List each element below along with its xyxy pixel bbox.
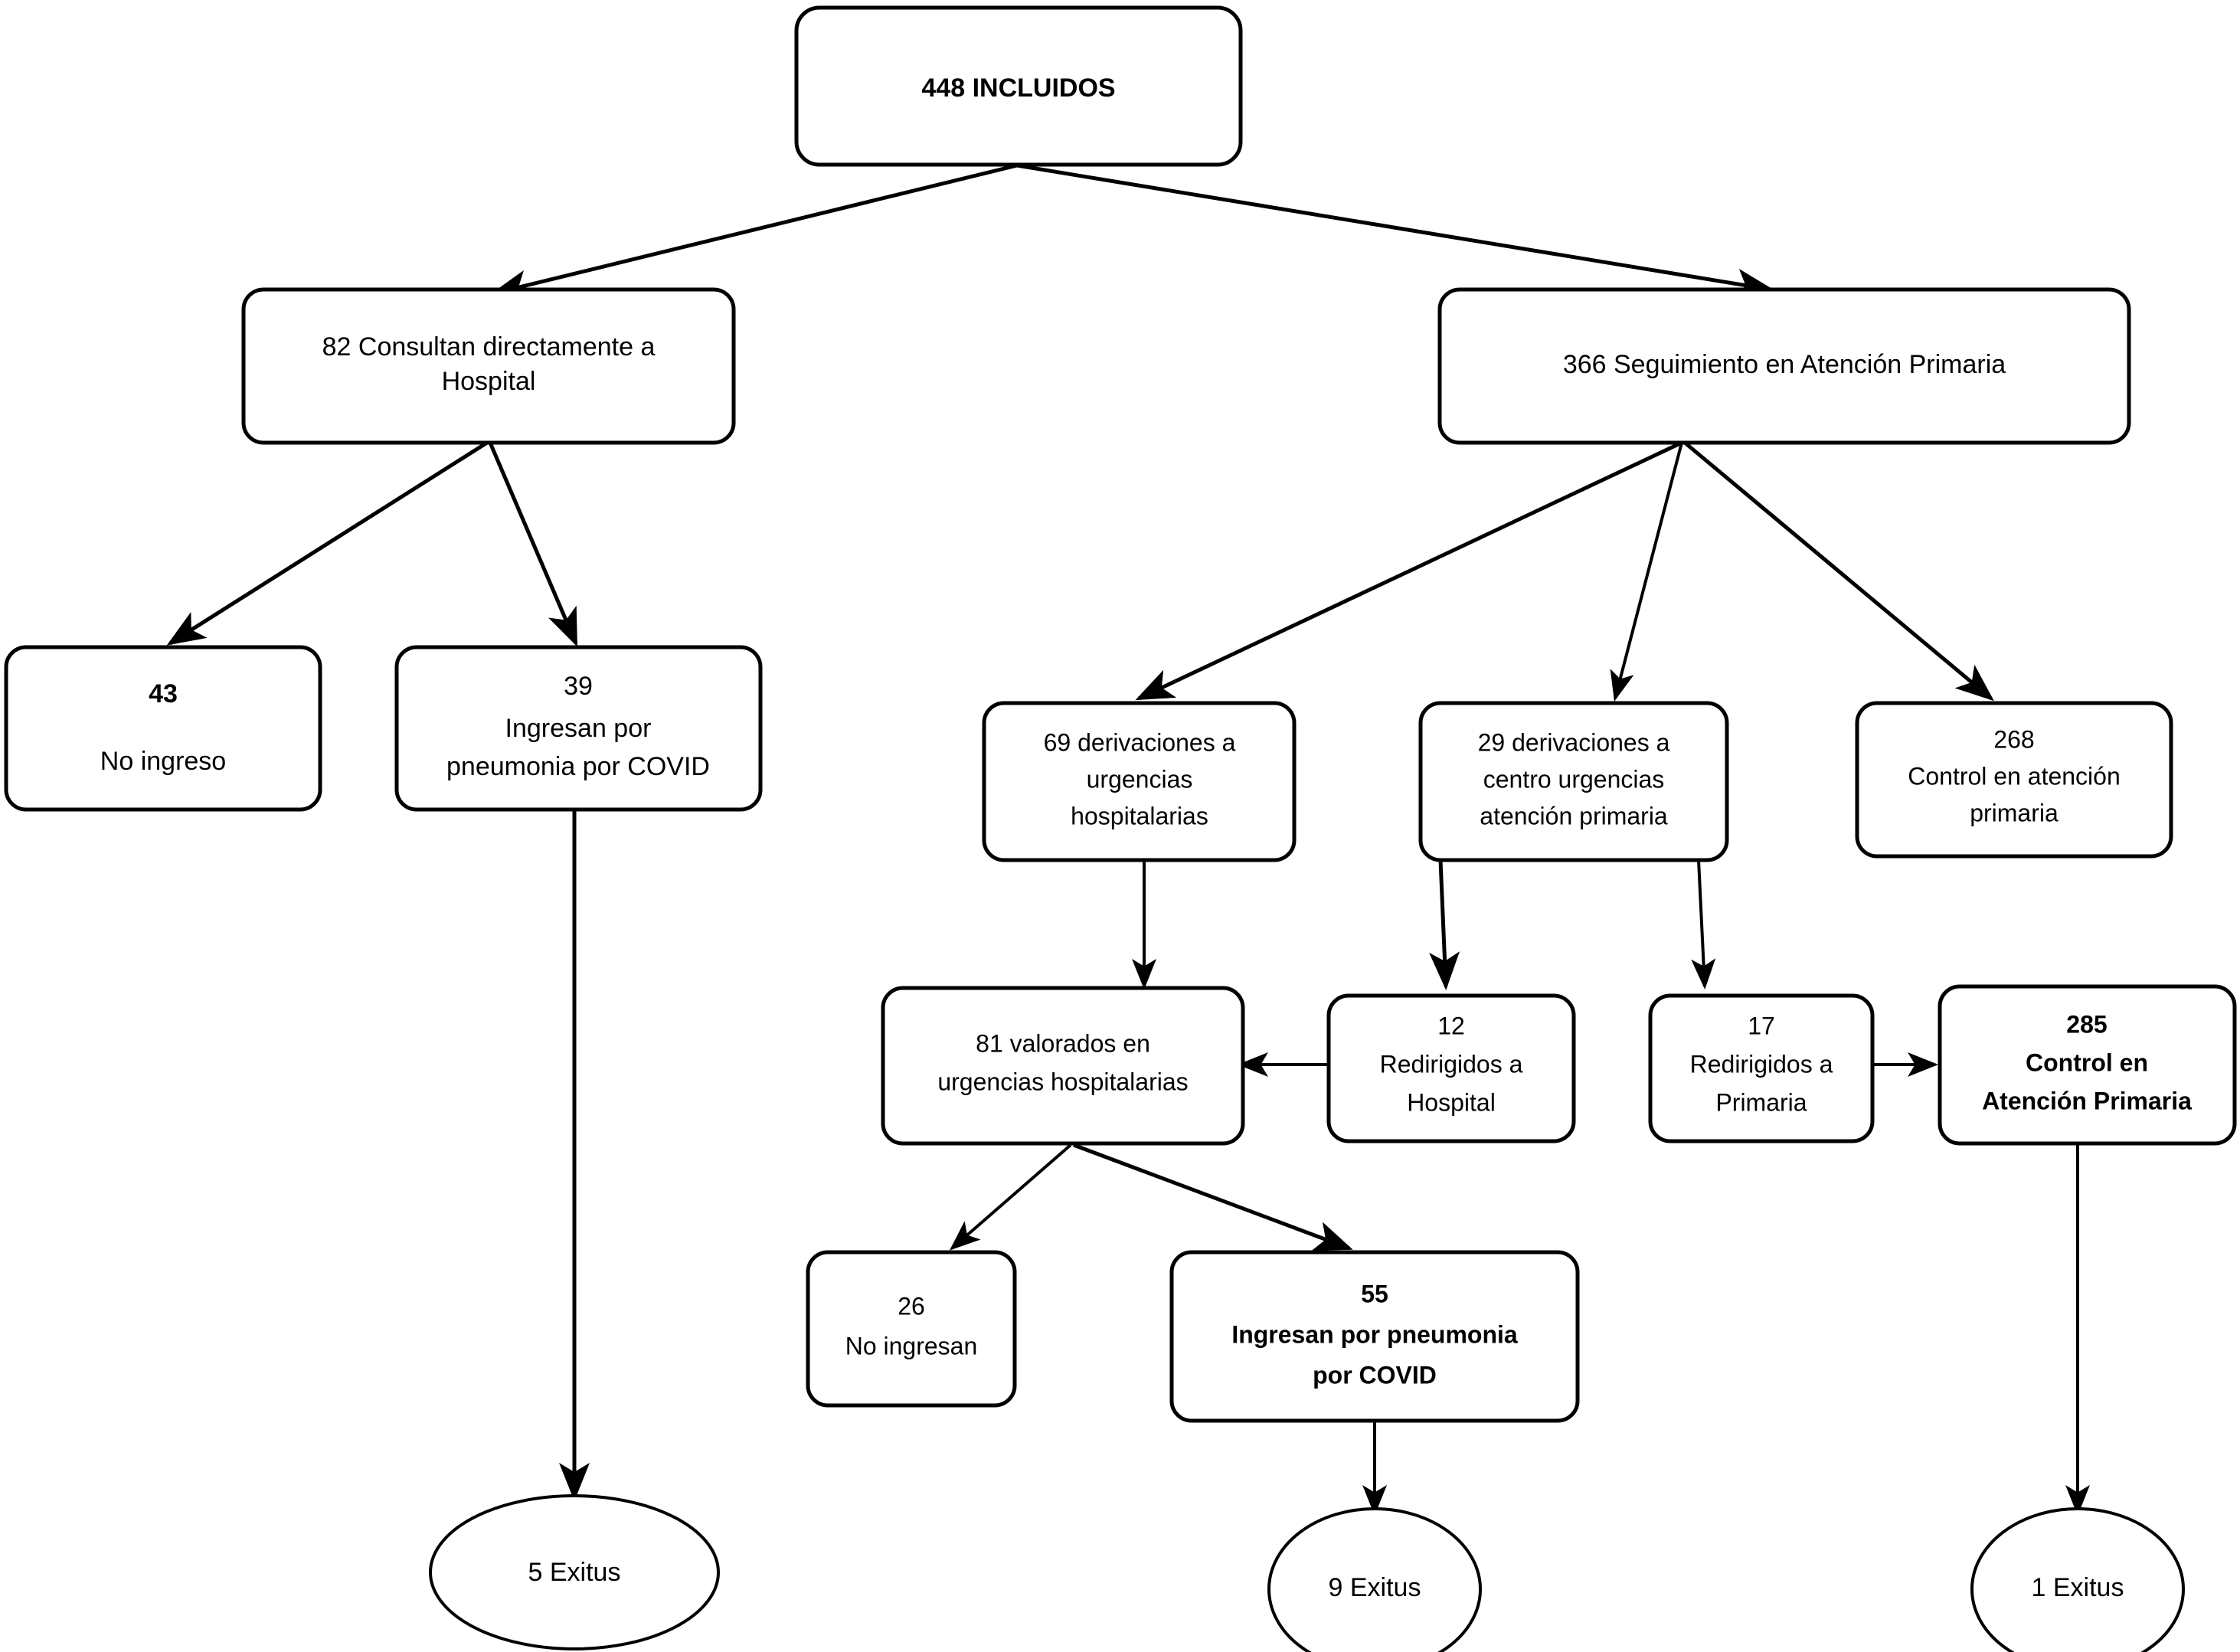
node-exitus-5-ellipse — [429, 1494, 720, 1650]
node-ingresan-55-line2: Ingresan por pneumonia — [1231, 1320, 1518, 1348]
node-control-285[interactable]: 285 Control en Atención Primaria — [1938, 984, 2237, 1146]
node-valorados-81[interactable]: 81 valorados en urgencias hospitalarias — [881, 986, 1245, 1146]
node-no-ingreso-43-count: 43 — [149, 679, 178, 708]
node-ingresan-39-line3: pneumonia por COVID — [446, 752, 710, 781]
node-derivaciones-29-line2: centro urgencias — [1483, 765, 1665, 793]
node-ingresan-39[interactable]: 39 Ingresan por pneumonia por COVID — [394, 645, 763, 812]
edge-root-to-primaria — [1016, 163, 1774, 299]
node-exitus-1-ellipse — [1970, 1507, 2185, 1652]
node-derivaciones-69-box — [982, 701, 1297, 862]
node-redirigidos-12[interactable]: 12 Redirigidos a Hospital — [1326, 993, 1576, 1143]
node-primaria-followup-box — [1437, 287, 2131, 445]
node-derivaciones-29-line1: 29 derivaciones a — [1478, 728, 1670, 756]
node-exitus-9-ellipse — [1267, 1507, 1482, 1652]
edge-derivaciones-29-to-redirigidos-17 — [1691, 859, 1716, 990]
node-no-ingresan-26-label: No ingresan — [845, 1332, 978, 1359]
node-primaria-followup[interactable]: 366 Seguimiento en Atención Primaria — [1437, 287, 2131, 445]
node-no-ingresan-26-count: 26 — [898, 1292, 925, 1320]
node-ingresan-39-line2: Ingresan por — [505, 714, 652, 743]
node-ingresan-55-count: 55 — [1361, 1280, 1388, 1307]
node-no-ingresan-26-box — [806, 1250, 1017, 1408]
node-redirigidos-17-count: 17 — [1748, 1012, 1775, 1039]
node-redirigidos-12-box — [1326, 993, 1576, 1143]
node-exitus-9[interactable]: 9 Exitus — [1267, 1507, 1482, 1652]
node-derivaciones-69-line1: 69 derivaciones a — [1044, 728, 1236, 756]
node-derivaciones-69-line2: urgencias — [1087, 765, 1193, 793]
node-control-268-line2: Control en atención — [1908, 762, 2121, 790]
node-no-ingresan-26[interactable]: 26 No ingresan — [806, 1250, 1017, 1408]
node-control-268-count: 268 — [1993, 725, 2034, 753]
node-ingresan-55[interactable]: 55 Ingresan por pneumonia por COVID — [1169, 1250, 1580, 1423]
node-control-285-count: 285 — [2066, 1010, 2107, 1038]
node-hospital-direct-line1: 82 Consultan directamente a — [322, 332, 656, 361]
node-derivaciones-29[interactable]: 29 derivaciones a centro urgencias atenc… — [1418, 701, 1729, 862]
node-control-285-box — [1938, 984, 2237, 1146]
node-redirigidos-17-box — [1648, 993, 1875, 1143]
node-primaria-followup-label: 366 Seguimiento en Atención Primaria — [1563, 350, 2006, 379]
node-root[interactable]: 448 INCLUIDOS — [794, 5, 1243, 167]
edge-root-to-hospital-direct — [490, 163, 1018, 300]
edge-primaria-to-control-268 — [1683, 441, 1994, 702]
node-root-box — [794, 5, 1243, 167]
node-hospital-direct[interactable]: 82 Consultan directamente a Hospital — [241, 287, 736, 445]
edge-primaria-to-derivaciones-69 — [1135, 440, 1683, 701]
node-exitus-9-label: 9 Exitus — [1329, 1573, 1421, 1602]
node-ingresan-55-line3: por COVID — [1313, 1361, 1437, 1389]
node-control-268-box — [1855, 701, 2173, 859]
node-control-285-line2: Control en — [2026, 1048, 2148, 1076]
node-redirigidos-17-line3: Primaria — [1715, 1088, 1807, 1116]
node-exitus-5[interactable]: 5 Exitus — [429, 1494, 720, 1650]
node-redirigidos-17-line2: Redirigidos a — [1690, 1050, 1833, 1078]
node-exitus-5-label: 5 Exitus — [528, 1558, 621, 1587]
node-ingresan-39-box — [394, 645, 763, 812]
node-derivaciones-69-line3: hospitalarias — [1071, 802, 1208, 829]
node-control-268[interactable]: 268 Control en atención primaria — [1855, 701, 2173, 859]
node-derivaciones-29-box — [1418, 701, 1729, 862]
node-redirigidos-12-count: 12 — [1437, 1012, 1465, 1039]
edge-valorados-81-to-no-ingresan-26 — [949, 1143, 1072, 1251]
node-redirigidos-17[interactable]: 17 Redirigidos a Primaria — [1648, 993, 1875, 1143]
edge-derivaciones-29-to-redirigidos-12 — [1429, 859, 1460, 990]
node-hospital-direct-box — [241, 287, 736, 445]
node-no-ingreso-43-box — [4, 645, 322, 812]
edge-hospital-to-ingresan-39 — [488, 442, 578, 647]
node-ingresan-55-box — [1169, 1250, 1580, 1423]
edge-hospital-to-no-ingreso — [166, 440, 489, 646]
node-valorados-81-line1: 81 valorados en — [976, 1029, 1150, 1057]
edge-primaria-to-derivaciones-29 — [1610, 442, 1683, 702]
node-no-ingreso-43[interactable]: 43 No ingreso — [4, 645, 322, 812]
node-derivaciones-69[interactable]: 69 derivaciones a urgencias hospitalaria… — [982, 701, 1297, 862]
node-control-285-line3: Atención Primaria — [1982, 1087, 2192, 1114]
node-valorados-81-line2: urgencias hospitalarias — [937, 1068, 1188, 1095]
node-no-ingreso-43-label: No ingreso — [100, 747, 226, 776]
node-exitus-1[interactable]: 1 Exitus — [1970, 1507, 2185, 1652]
node-redirigidos-12-line2: Redirigidos a — [1380, 1050, 1523, 1078]
node-redirigidos-12-line3: Hospital — [1407, 1088, 1496, 1116]
node-ingresan-39-count: 39 — [564, 672, 593, 701]
node-exitus-1-label: 1 Exitus — [2032, 1573, 2124, 1602]
node-hospital-direct-line2: Hospital — [442, 367, 536, 396]
edge-valorados-81-to-ingresan-55 — [1073, 1143, 1353, 1251]
node-control-268-line3: primaria — [1970, 799, 2059, 826]
node-valorados-81-box — [881, 986, 1245, 1146]
node-derivaciones-29-line3: atención primaria — [1480, 802, 1668, 829]
edge-layer — [166, 163, 2090, 1516]
node-root-label: 448 INCLUIDOS — [921, 74, 1115, 103]
